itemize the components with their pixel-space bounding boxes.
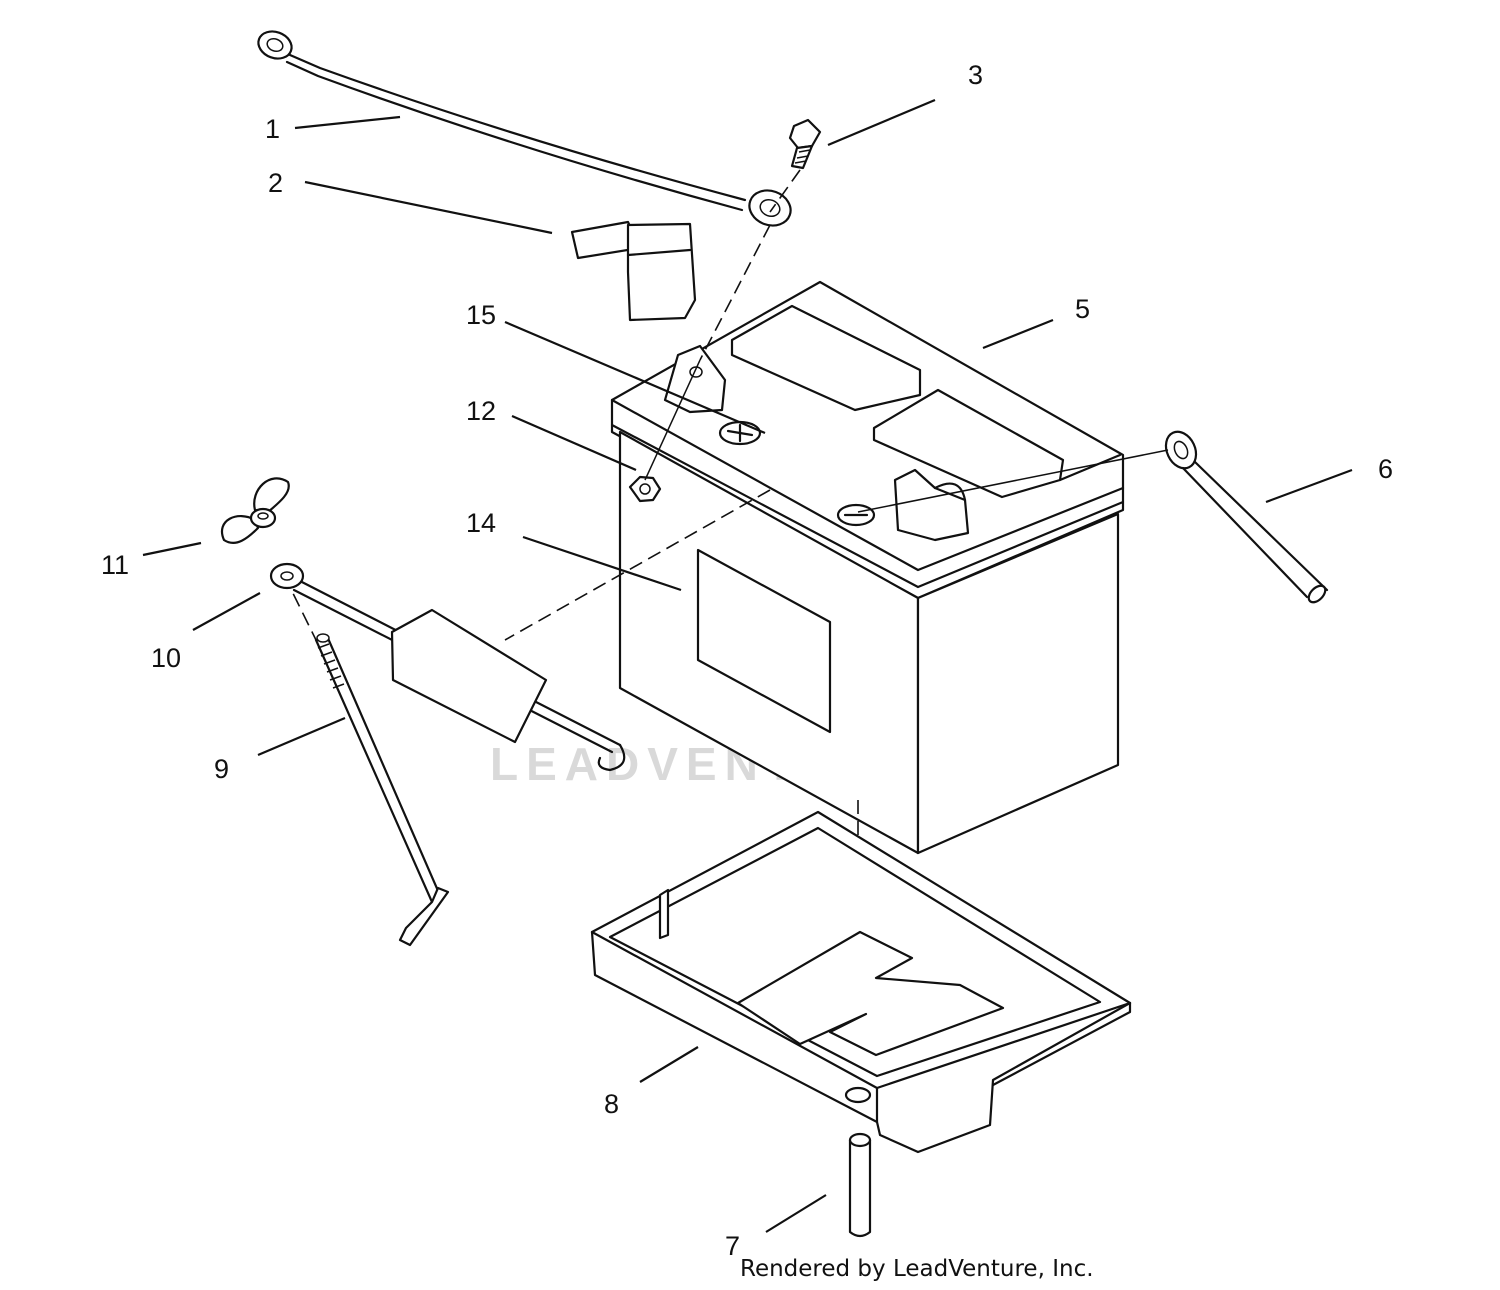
callout-1: 1 [265,114,280,144]
callout-15: 15 [466,300,496,330]
callout-6: 6 [1378,454,1393,484]
callout-9: 9 [214,754,229,784]
callout-8: 8 [604,1089,619,1119]
part-9-hold-down-rod [314,633,450,947]
leader-2 [304,180,553,235]
leader-6 [1265,468,1353,504]
callout-7: 7 [725,1231,740,1261]
leader-12 [511,414,637,472]
leader-14 [522,535,682,592]
leader-8 [639,1046,699,1083]
callout-12: 12 [466,396,496,426]
leader-3 [827,98,936,147]
leader-11 [142,541,202,557]
part-5-battery [610,280,1125,855]
part-7-spacer-tube [848,1132,872,1238]
part-1-positive-cable [257,30,792,227]
part-3-terminal-bolt [788,118,822,170]
callout-10: 10 [151,643,181,673]
callout-14: 14 [466,508,496,538]
callout-2: 2 [268,168,283,198]
leader-9 [257,716,346,757]
callout-11: 11 [101,550,129,580]
callout-3: 3 [968,60,983,90]
callout-5: 5 [1075,294,1090,324]
part-12-terminal-nut [628,475,662,503]
part-11-wing-nut [221,477,290,544]
hold-down-bracket [292,578,626,772]
part-6-negative-cable [1164,430,1329,604]
leader-5 [982,318,1054,350]
part-8-battery-tray [590,810,1132,1154]
leader-15 [504,320,766,435]
leader-10 [192,592,261,631]
leader-1 [294,115,401,130]
part-2-terminal-boot [570,220,697,322]
leader-7 [765,1194,827,1233]
callout-labels: 1 2 3 5 6 7 8 9 10 11 12 14 15 [101,60,1393,1261]
render-credit: Rendered by LeadVenture, Inc. [740,1256,1094,1282]
leader-lines [142,98,1353,1233]
part-10-washer [269,562,305,590]
